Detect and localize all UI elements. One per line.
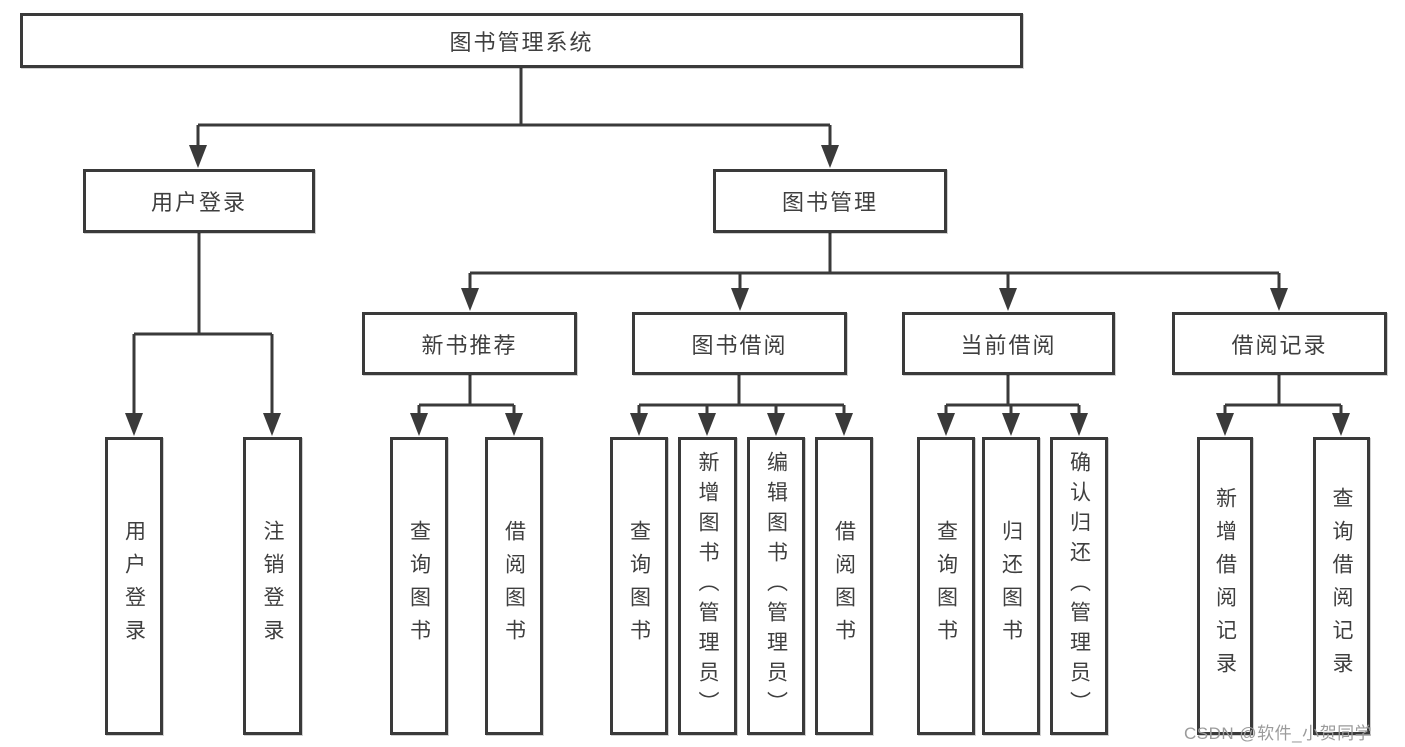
- leaf-add-book-admin: 新增图书（管理员）: [678, 437, 737, 735]
- node-label: 图书管理: [781, 190, 878, 215]
- node-user-login: 用户登录: [83, 169, 315, 233]
- leaf-query-borrowing-record: 查询借阅记录: [1313, 437, 1370, 735]
- node-label: 确认归还（管理员）: [1067, 451, 1091, 721]
- node-system-root: 图书管理系统: [20, 13, 1023, 68]
- node-book-management: 图书管理: [713, 169, 947, 233]
- node-new-book-recommendation: 新书推荐: [362, 312, 577, 375]
- node-label: 借阅记录: [1231, 332, 1328, 358]
- arrowheads: [125, 145, 1350, 436]
- leaf-query-books-current: 查询图书: [917, 437, 975, 735]
- leaf-user-login: 用户登录: [105, 437, 163, 735]
- node-label: 查询图书: [934, 520, 958, 652]
- leaf-query-books-borrowing: 查询图书: [610, 437, 668, 735]
- node-label: 当前借阅: [960, 332, 1057, 358]
- csdn-watermark: CSDN @软件_小贺同学: [1184, 724, 1373, 743]
- node-book-borrowing: 图书借阅: [632, 312, 847, 375]
- node-label: 借阅图书: [502, 520, 526, 652]
- node-label: 新增借阅记录: [1213, 487, 1237, 685]
- node-label: 图书管理系统: [449, 29, 594, 55]
- leaf-query-books-recommendation: 查询图书: [390, 437, 448, 735]
- leaf-confirm-return-admin: 确认归还（管理员）: [1050, 437, 1108, 735]
- node-label: 新书推荐: [421, 332, 518, 358]
- leaf-borrow-books-borrowing: 借阅图书: [815, 437, 873, 735]
- leaf-add-borrowing-record: 新增借阅记录: [1197, 437, 1253, 735]
- node-label: 编辑图书（管理员）: [764, 451, 788, 721]
- node-label: 图书借阅: [691, 332, 788, 358]
- node-label: 用户登录: [150, 190, 247, 215]
- leaf-borrow-books-recommendation: 借阅图书: [485, 437, 543, 735]
- node-label: 归还图书: [999, 520, 1023, 652]
- node-borrowing-records: 借阅记录: [1172, 312, 1387, 375]
- leaf-logout: 注销登录: [243, 437, 302, 735]
- leaf-edit-book-admin: 编辑图书（管理员）: [747, 437, 805, 735]
- node-label: 借阅图书: [832, 520, 856, 652]
- node-label: 查询图书: [407, 520, 431, 652]
- node-label: 注销登录: [261, 520, 284, 652]
- node-label: 查询借阅记录: [1330, 487, 1353, 685]
- node-label: 新增图书（管理员）: [696, 451, 719, 721]
- node-label: 查询图书: [627, 520, 651, 652]
- node-current-borrowing: 当前借阅: [902, 312, 1115, 375]
- leaf-return-books: 归还图书: [982, 437, 1040, 735]
- node-label: 用户登录: [122, 520, 146, 652]
